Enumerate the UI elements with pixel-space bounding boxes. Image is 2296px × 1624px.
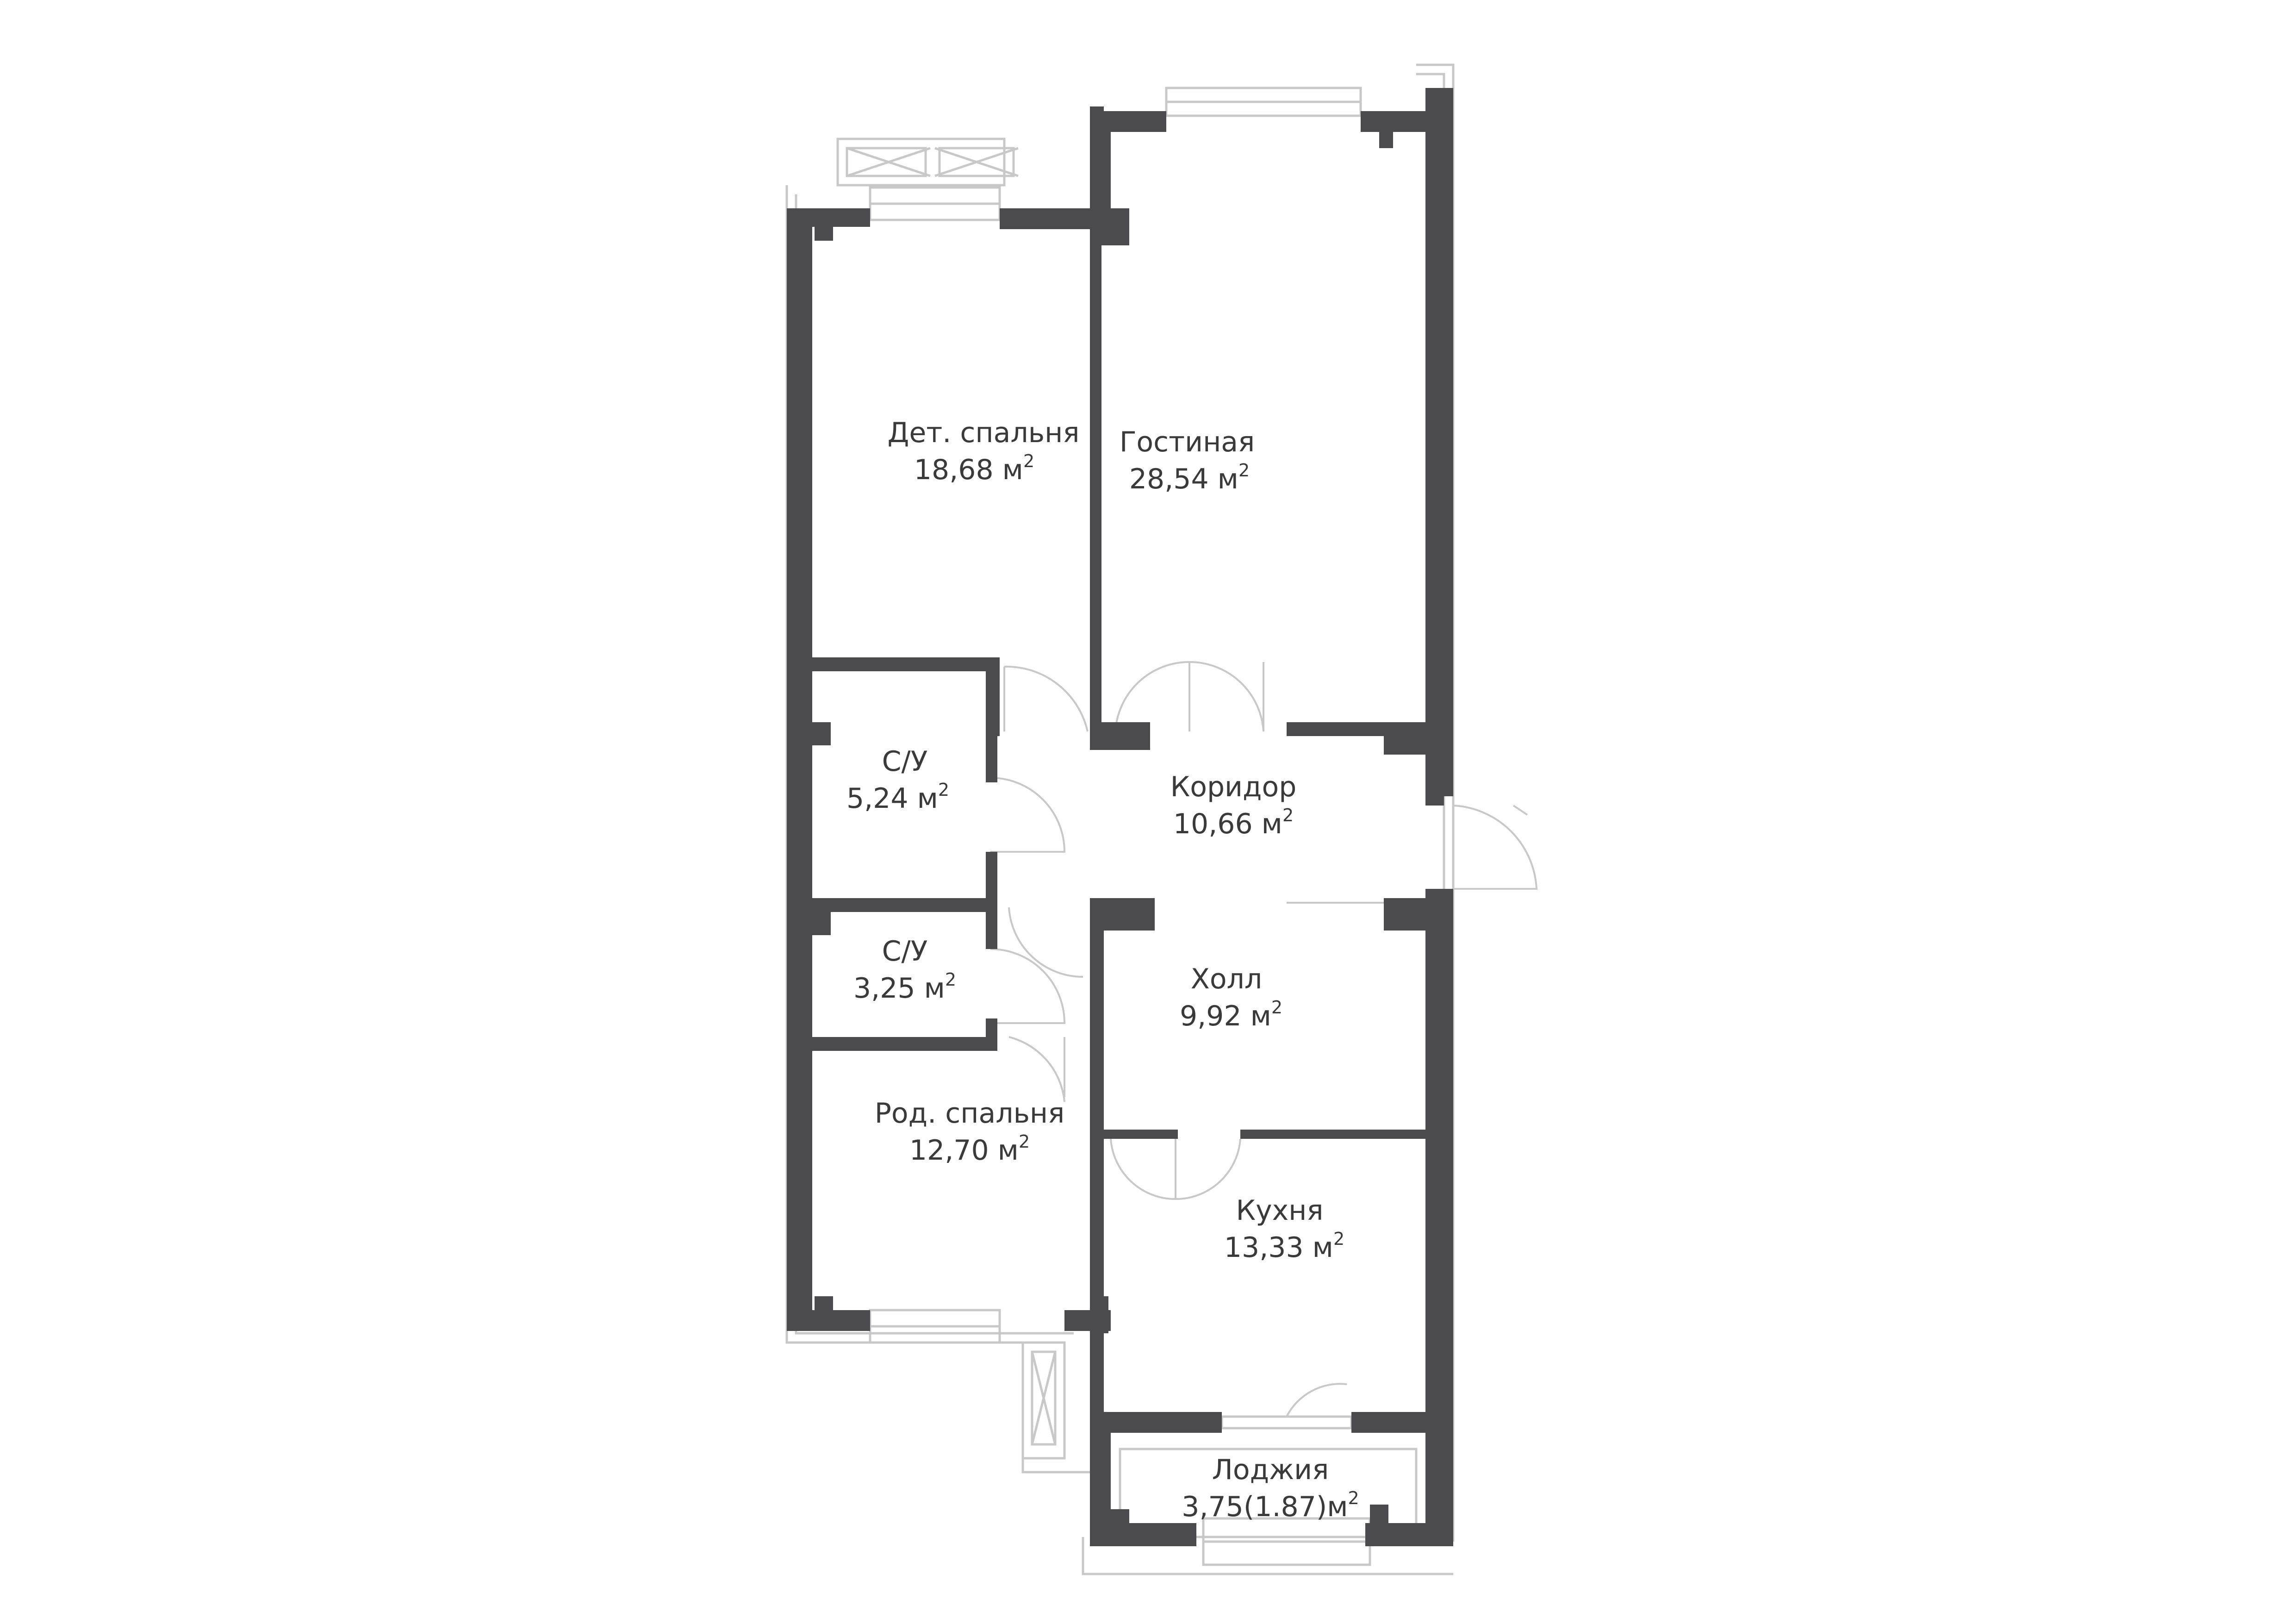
- room-name-su-1: С/У: [882, 745, 928, 778]
- room-labels: Дет. спальня 18,68 м2 Гостиная 28,54 м2 …: [846, 417, 1359, 1523]
- room-area-kuhnya: 13,33 м2: [1224, 1229, 1344, 1264]
- walls: [787, 88, 1453, 1546]
- room-area-lodzhiya: 3,75(1.87)м2: [1182, 1488, 1359, 1523]
- room-name-kuhnya: Кухня: [1236, 1194, 1324, 1227]
- room-name-rod-spalnya: Род. спальня: [875, 1097, 1065, 1130]
- room-name-koridor: Коридор: [1170, 771, 1297, 803]
- thin-outlines: [785, 63, 1455, 1575]
- room-name-lodzhiya: Лоджия: [1212, 1454, 1329, 1486]
- room-area-koridor: 10,66 м2: [1173, 805, 1294, 840]
- room-area-su-1: 5,24 м2: [846, 780, 949, 815]
- room-name-su-2: С/У: [882, 935, 928, 968]
- room-area-gostinaya: 28,54 м2: [1129, 460, 1250, 495]
- room-area-holl: 9,92 м2: [1180, 997, 1282, 1032]
- room-area-su-2: 3,25 м2: [853, 969, 956, 1005]
- room-area-rod-spalnya: 12,70 м2: [909, 1131, 1030, 1167]
- room-name-holl: Холл: [1191, 963, 1263, 995]
- room-area-det-spalnya: 18,68 м2: [914, 451, 1034, 486]
- door-swings: [990, 661, 1538, 1417]
- room-name-det-spalnya: Дет. спальня: [888, 417, 1080, 449]
- room-name-gostinaya: Гостиная: [1120, 426, 1255, 458]
